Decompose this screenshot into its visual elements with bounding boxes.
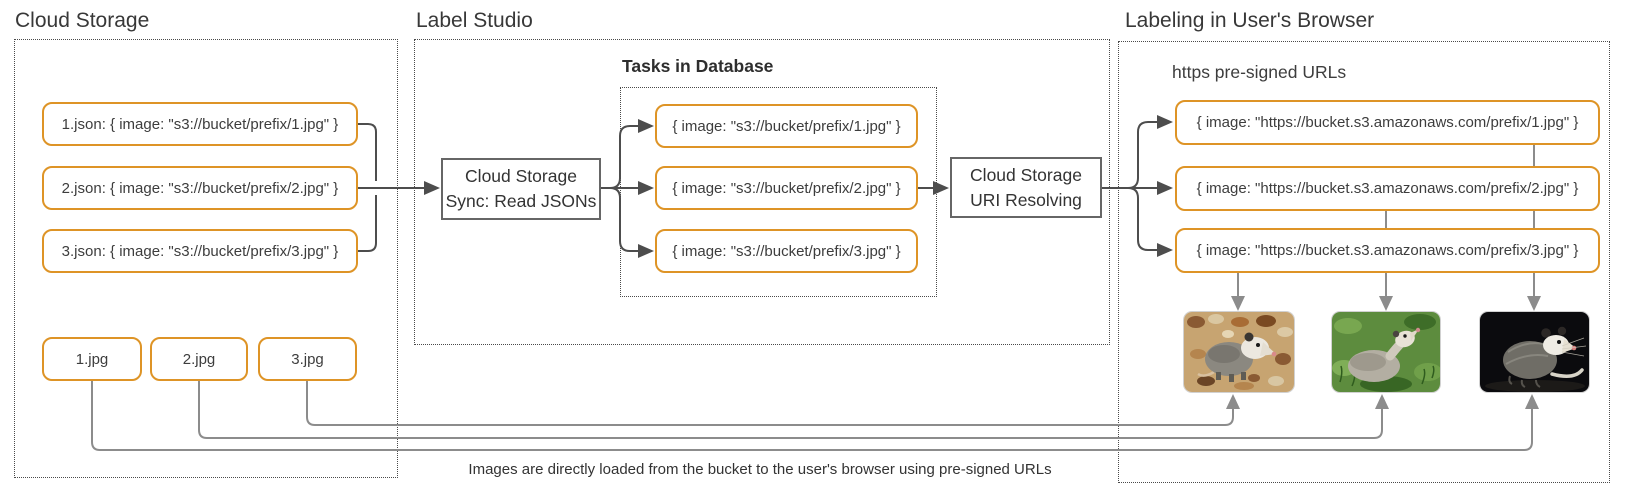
- cloud-storage-container: [14, 39, 398, 478]
- opossum-photo-2: [1332, 312, 1440, 392]
- tasks-in-database-title: Tasks in Database: [622, 56, 774, 76]
- json-file-box-1: 1.json: { image: "s3://bucket/prefix/1.j…: [42, 102, 358, 146]
- uri-box-line1: Cloud Storage: [970, 164, 1082, 185]
- label-studio-container: [414, 39, 1110, 345]
- presigned-url-box-1: { image: "https://bucket.s3.amazonaws.co…: [1175, 100, 1600, 145]
- uri-box-line2: URI Resolving: [970, 189, 1082, 210]
- jpg-file-box-2: 2.jpg: [150, 337, 248, 381]
- opossum-in-grass-illustration: [1332, 312, 1440, 392]
- jpg-file-box-1: 1.jpg: [42, 337, 142, 381]
- sync-box-line1: Cloud Storage: [465, 166, 577, 187]
- cloud-storage-title: Cloud Storage: [15, 9, 150, 32]
- opossum-on-leaves-illustration: [1184, 312, 1294, 392]
- json-file-box-2: 2.json: { image: "s3://bucket/prefix/2.j…: [42, 166, 358, 210]
- sync-box-line2: Sync: Read JSONs: [445, 191, 597, 211]
- uri-resolving-box: Cloud Storage URI Resolving: [950, 157, 1102, 218]
- task-box-1: { image: "s3://bucket/prefix/1.jpg" }: [655, 104, 918, 148]
- task-box-2: { image: "s3://bucket/prefix/2.jpg" }: [655, 166, 918, 210]
- json-file-box-3: 3.json: { image: "s3://bucket/prefix/3.j…: [42, 229, 358, 273]
- browser-title: Labeling in User's Browser: [1125, 9, 1375, 32]
- task-box-3: { image: "s3://bucket/prefix/3.jpg" }: [655, 229, 918, 273]
- opossum-photo-3: [1480, 312, 1589, 392]
- browser-container: [1118, 41, 1610, 483]
- label-studio-title: Label Studio: [416, 9, 533, 32]
- cloud-storage-sync-box: Cloud Storage Sync: Read JSONs: [441, 158, 601, 220]
- caption-text: Images are directly loaded from the buck…: [468, 461, 1052, 478]
- presigned-url-box-2: { image: "https://bucket.s3.amazonaws.co…: [1175, 166, 1600, 211]
- jpg-file-box-3: 3.jpg: [258, 337, 357, 381]
- presigned-urls-subtitle: https pre-signed URLs: [1172, 62, 1347, 82]
- opossum-photo-1: [1184, 312, 1294, 392]
- opossum-black-background-illustration: [1480, 312, 1589, 392]
- presigned-url-box-3: { image: "https://bucket.s3.amazonaws.co…: [1175, 228, 1600, 273]
